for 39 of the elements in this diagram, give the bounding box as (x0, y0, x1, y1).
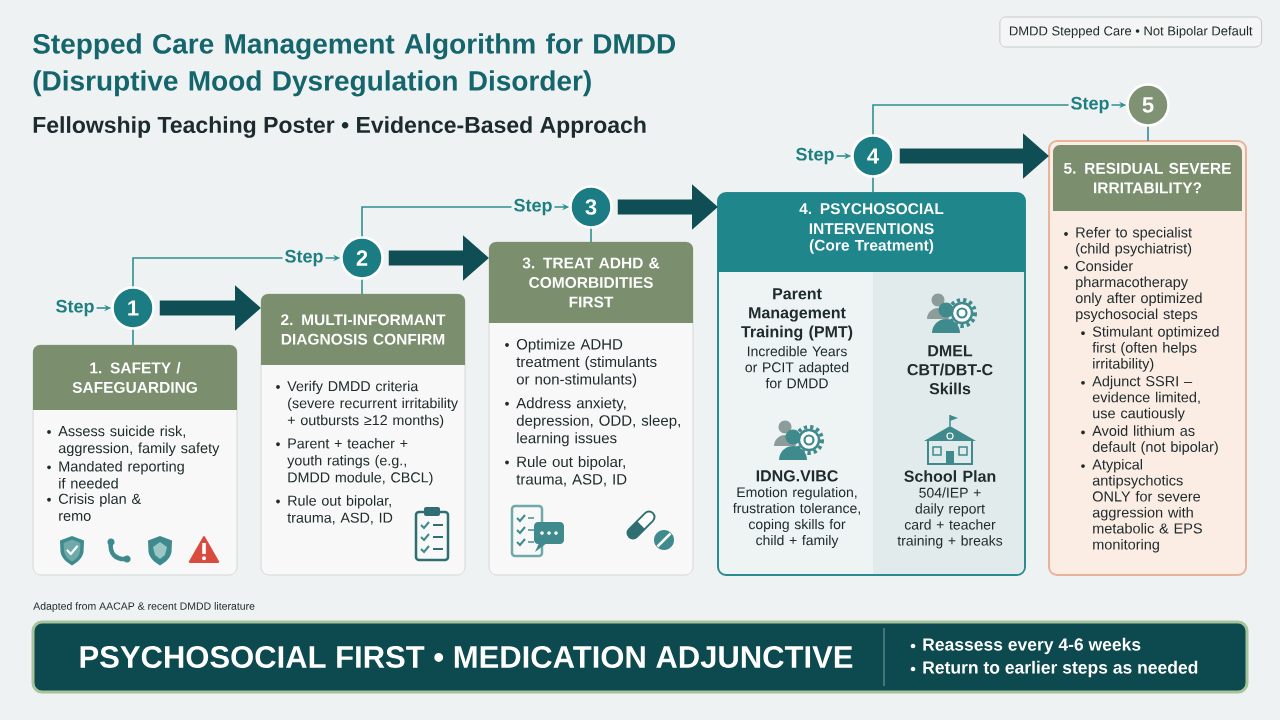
bullet-text: Crisis plan & remo (58, 493, 141, 521)
card-heading: 5. RESIDUAL SEVERE IRRITABILITY? (1053, 145, 1242, 211)
bullet-text: Atypical antipsychotics ONLY for severe aggression with metabolic & EPS monitoring (1092, 458, 1202, 553)
bullet-text: Refer to specialist (child psychiatrist) (1076, 226, 1192, 257)
section-text: Incredible Years or PCIT adapted for DMDD (745, 346, 849, 389)
bullet-text: Adjunct SSRI – evidence limited, use cautiously (1092, 375, 1200, 422)
bullet-text: Mandated reporting if needed (59, 460, 184, 489)
title: Stepped Care Management Algorithm for DMDD (Disruptive Mood Dysregulation Disorder) (33, 33, 675, 97)
subtitle: Fellowship Teaching Poster • Evidence-Based Approach (33, 116, 646, 138)
section-text: Emotion regulation, frustration tolerance, coping skills for child + family (733, 486, 860, 548)
section-text: 504/IEP + daily report card + teacher training + breaks (897, 487, 1003, 549)
card-heading: 2. MULTI-INFORMANT DIAGNOSIS CONFIRM (261, 294, 465, 365)
bullet-text: Parent + teacher + youth ratings (e.g., DMDD module, CBCL) (287, 438, 433, 486)
bullet-text: Avoid lithium as default (not bipolar) (1092, 425, 1218, 455)
connector-line (361, 278, 363, 295)
bullet-text: Assess suicide risk, aggression, family safety (58, 425, 220, 457)
connector-line (1147, 125, 1149, 142)
bullet-text: Rule out bipolar, trauma, ASD, ID (287, 495, 393, 525)
card-heading: 4. PSYCHOSOCIAL INTERVENTIONS (Core Treatment) (718, 193, 1025, 272)
bullet-text: Optimize ADHD treatment (stimulants or non-stimulants) (516, 338, 657, 388)
connector-line (872, 176, 874, 194)
section-heading: DMEL CBT/DBT-C Skills (907, 345, 993, 395)
source-note: Adapted from AACAP & recent DMDD literature (33, 602, 255, 612)
banner-text: PSYCHOSOCIAL FIRST • MEDICATION ADJUNCTIVE (80, 646, 853, 668)
bullet-text: Stimulant optimized first (often helps irritability) (1092, 326, 1219, 372)
badge: DMDD Stepped Care • Not Bipolar Default (999, 16, 1262, 48)
bullet-text: Verify DMDD criteria (severe recurrent irritability + outbursts ≥12 months) (287, 380, 458, 429)
bullet-text: Address anxiety, depression, ODD, sleep, learning issues (516, 397, 680, 447)
bullet-text: Return to earlier steps as needed (923, 660, 1198, 678)
card-heading: 1. SAFETY / SAFEGUARDING (33, 345, 237, 410)
section-heading: School Plan (904, 470, 996, 482)
connector-line (132, 328, 134, 346)
section-heading: Parent Management Training (PMT) (741, 288, 853, 341)
card-heading: 3. TREAT ADHD & COMORBIDITIES FIRST (489, 242, 693, 323)
bullet-text: Consider pharmacotherapy only after optimized psychosocial steps (1075, 260, 1202, 322)
bullet-text: Reassess every 4-6 weeks (923, 637, 1141, 655)
section-heading: IDNG.VIBC (756, 470, 838, 482)
bullet-text: Rule out bipolar, trauma, ASD, ID (516, 456, 627, 487)
connector-line (590, 227, 592, 243)
